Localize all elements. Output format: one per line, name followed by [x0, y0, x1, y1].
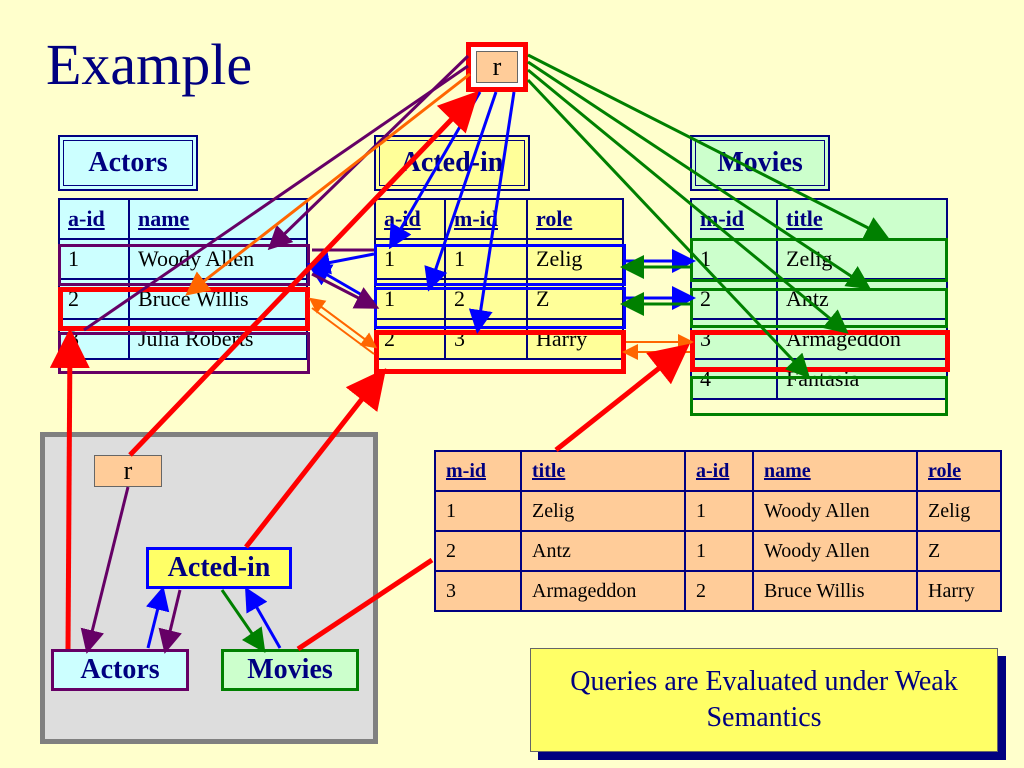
table-cell: 3	[58, 318, 130, 360]
table-cell: Woody Allen	[128, 238, 308, 280]
movies-table-label: Movies	[690, 135, 830, 191]
table-cell: 2	[690, 278, 778, 320]
table-row: 2 Bruce Willis	[58, 278, 308, 320]
column-header: m-id	[434, 450, 522, 492]
table-cell: 1	[444, 238, 528, 280]
table-cell: Armageddon	[776, 318, 948, 360]
table-header-row: a-id name	[58, 198, 308, 240]
table-row: 2 Antz	[690, 278, 948, 320]
table-row: 1 Zelig	[690, 238, 948, 280]
table-cell: Antz	[520, 530, 686, 572]
table-cell: 1	[434, 490, 522, 532]
table-cell: 2	[58, 278, 130, 320]
table-cell: 2	[434, 530, 522, 572]
table-cell: 1	[374, 278, 446, 320]
column-header: m-id	[444, 198, 528, 240]
movies-table: m-id title 1 Zelig 2 Antz 3 Armageddon 4…	[690, 198, 948, 400]
selected-movie-join	[622, 334, 694, 360]
column-header: a-id	[374, 198, 446, 240]
column-header: name	[128, 198, 308, 240]
table-cell: Antz	[776, 278, 948, 320]
column-header: a-id	[684, 450, 754, 492]
result-table: m-id title a-id name role 1 Zelig 1 Wood…	[434, 450, 1002, 612]
schema-movies-node: Movies	[221, 649, 359, 691]
root-node: r	[466, 42, 528, 92]
table-cell: Zelig	[776, 238, 948, 280]
table-row: 3 Armageddon	[690, 318, 948, 360]
table-cell: Bruce Willis	[752, 570, 918, 612]
table-row: 2 Antz 1 Woody Allen Z	[434, 530, 1002, 572]
table-row: 2 3 Harry	[374, 318, 624, 360]
table-row: 3 Armageddon 2 Bruce Willis Harry	[434, 570, 1002, 612]
acted-in-label-text: Acted-in	[379, 140, 525, 186]
table-cell: 1	[690, 238, 778, 280]
table-cell: 2	[444, 278, 528, 320]
table-header-row: m-id title a-id name role	[434, 450, 1002, 492]
schema-acted-in-node: Acted-in	[146, 547, 292, 589]
acted-in-actor-links	[306, 248, 380, 309]
column-header: a-id	[58, 198, 130, 240]
note-box: Queries are Evaluated under Weak Semanti…	[530, 648, 998, 752]
table-cell: 1	[684, 530, 754, 572]
actors-table: a-id name 1 Woody Allen 2 Bruce Willis 3…	[58, 198, 308, 360]
table-cell: Julia Roberts	[128, 318, 308, 360]
actors-table-label: Actors	[58, 135, 198, 191]
table-cell: Bruce Willis	[128, 278, 308, 320]
schema-actors-node: Actors	[51, 649, 189, 691]
table-row: 1 Zelig 1 Woody Allen Zelig	[434, 490, 1002, 532]
table-cell: 4	[690, 358, 778, 400]
column-header: title	[776, 198, 948, 240]
table-cell: 3	[690, 318, 778, 360]
table-header-row: m-id title	[690, 198, 948, 240]
column-header: name	[752, 450, 918, 492]
root-node-label: r	[476, 51, 518, 83]
table-cell: 2	[684, 570, 754, 612]
table-cell: 1	[58, 238, 130, 280]
table-cell: Harry	[916, 570, 1002, 612]
column-header: m-id	[690, 198, 778, 240]
table-row: 1 2 Z	[374, 278, 624, 320]
table-cell: Z	[916, 530, 1002, 572]
column-header: title	[520, 450, 686, 492]
table-row: 1 Woody Allen	[58, 238, 308, 280]
table-cell: 2	[374, 318, 446, 360]
table-cell: Armageddon	[520, 570, 686, 612]
table-cell: Zelig	[526, 238, 624, 280]
table-cell: 1	[684, 490, 754, 532]
acted-in-movie-links	[620, 249, 696, 316]
acted-in-table-label: Acted-in	[374, 135, 530, 191]
table-row: 4 Fantasia	[690, 358, 948, 400]
table-cell: 3	[444, 318, 528, 360]
table-cell: 1	[374, 238, 446, 280]
acted-in-table: a-id m-id role 1 1 Zelig 1 2 Z 2 3 Harry	[374, 198, 624, 360]
table-header-row: a-id m-id role	[374, 198, 624, 240]
schema-root-node: r	[94, 455, 162, 487]
table-cell: Zelig	[916, 490, 1002, 532]
table-cell: Woody Allen	[752, 490, 918, 532]
table-row: 3 Julia Roberts	[58, 318, 308, 360]
movies-label-text: Movies	[695, 140, 825, 186]
selected-actor-join	[308, 297, 378, 355]
column-header: role	[526, 198, 624, 240]
table-cell: Zelig	[520, 490, 686, 532]
table-cell: Harry	[526, 318, 624, 360]
table-row: 1 1 Zelig	[374, 238, 624, 280]
table-cell: Woody Allen	[752, 530, 918, 572]
column-header: role	[916, 450, 1002, 492]
actors-label-text: Actors	[63, 140, 193, 186]
table-cell: Fantasia	[776, 358, 948, 400]
table-cell: Z	[526, 278, 624, 320]
slide-title: Example	[46, 32, 253, 97]
table-cell: 3	[434, 570, 522, 612]
